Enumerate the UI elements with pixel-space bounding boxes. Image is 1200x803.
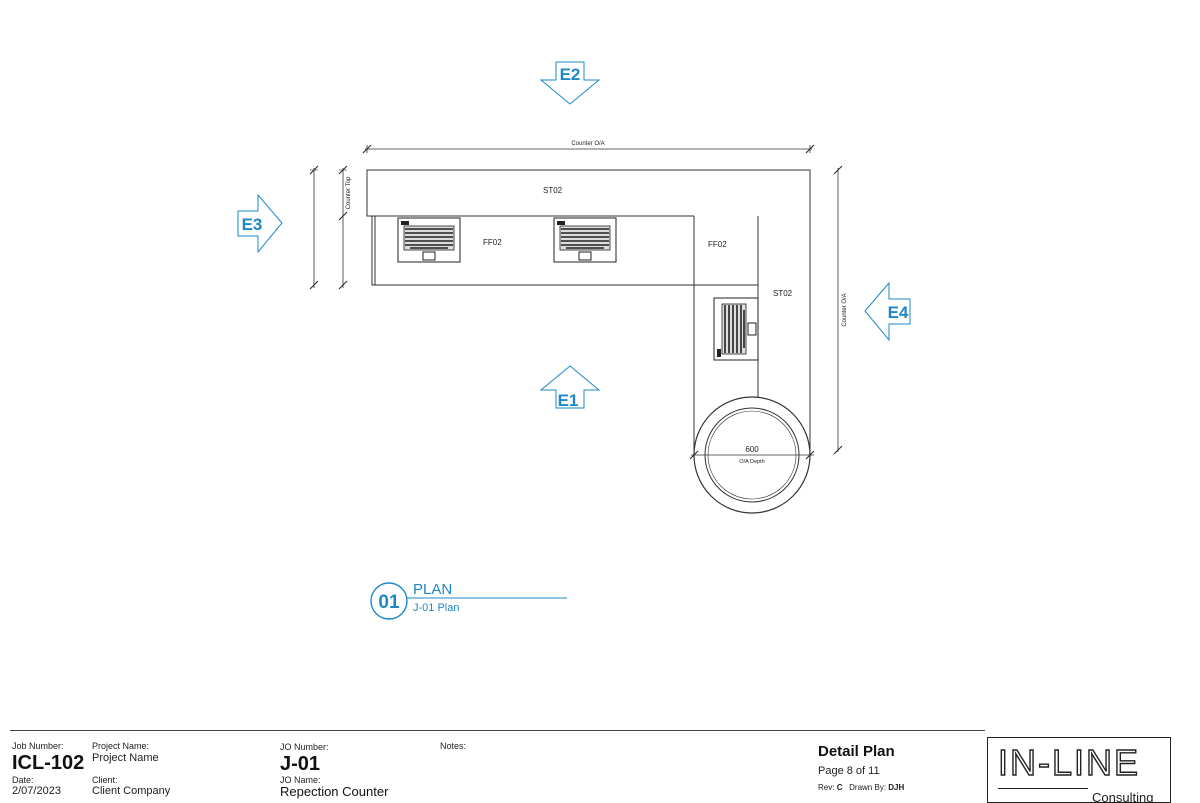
company-logo: IN-LINE Consulting — [987, 737, 1171, 803]
dimension-label: Counter O/A — [842, 293, 848, 326]
client-value: Client Company — [92, 785, 171, 797]
elevation-label: E4 — [888, 303, 909, 322]
laptop-icon — [397, 217, 461, 263]
drawn-by-value: DJH — [888, 783, 905, 792]
dimension-value: 600 — [745, 445, 759, 454]
job-number: ICL-102 — [12, 752, 85, 774]
project-name-label: Project Name: — [92, 741, 150, 751]
job-number-label: Job Number: — [12, 741, 64, 751]
elevation-marker-e4[interactable]: E4 — [864, 281, 911, 342]
revision-line: Rev: C Drawn By: DJH — [818, 783, 904, 792]
elevation-marker-e2[interactable]: E2 — [539, 61, 601, 105]
date-value: 2/07/2023 — [12, 785, 61, 797]
dimension-label: Counter O/A — [571, 141, 604, 147]
dimension-label: O/A Depth — [739, 459, 764, 465]
material-tag: ST02 — [773, 289, 793, 298]
plan-drawing: Counter O/A Counter Top Counter O/A 600 … — [237, 61, 911, 620]
jo-name: Repection Counter — [280, 784, 389, 799]
logo-sub: Consulting — [1092, 790, 1154, 803]
elevation-marker-e1[interactable]: E1 — [539, 365, 601, 410]
laptop-icon — [553, 217, 617, 263]
project-name: Project Name — [92, 752, 159, 764]
title-block-rule — [10, 730, 985, 731]
notes-label: Notes: — [440, 741, 467, 751]
laptop-icon — [713, 297, 759, 361]
jo-number-label: JO Number: — [280, 742, 329, 752]
view-title: 01 PLAN J-01 Plan — [370, 581, 567, 620]
jo-number: J-01 — [280, 753, 321, 775]
dimension-label: Counter Top — [346, 176, 352, 209]
client-label: Client: — [92, 775, 118, 785]
material-tag: ST02 — [543, 186, 563, 195]
logo-rule — [998, 788, 1088, 789]
view-subtitle: J-01 Plan — [413, 602, 459, 614]
view-title-text: PLAN — [413, 581, 452, 598]
jo-name-label: JO Name: — [280, 775, 321, 785]
elevation-label: E3 — [242, 215, 263, 234]
material-tag: FF02 — [708, 240, 727, 249]
page-number: Page 8 of 11 — [818, 765, 880, 777]
elevation-label: E1 — [558, 391, 579, 410]
rev-label: Rev: — [818, 783, 835, 792]
date-label: Date: — [12, 775, 34, 785]
logo-main: IN-LINE — [997, 742, 1141, 783]
elevation-label: E2 — [560, 65, 581, 84]
drawn-by-label: Drawn By: — [849, 783, 887, 792]
sheet-title: Detail Plan — [818, 743, 895, 760]
view-number: 01 — [378, 592, 400, 613]
elevation-marker-e3[interactable]: E3 — [237, 193, 283, 254]
rev-value: C — [836, 783, 843, 792]
material-tag: FF02 — [483, 238, 502, 247]
